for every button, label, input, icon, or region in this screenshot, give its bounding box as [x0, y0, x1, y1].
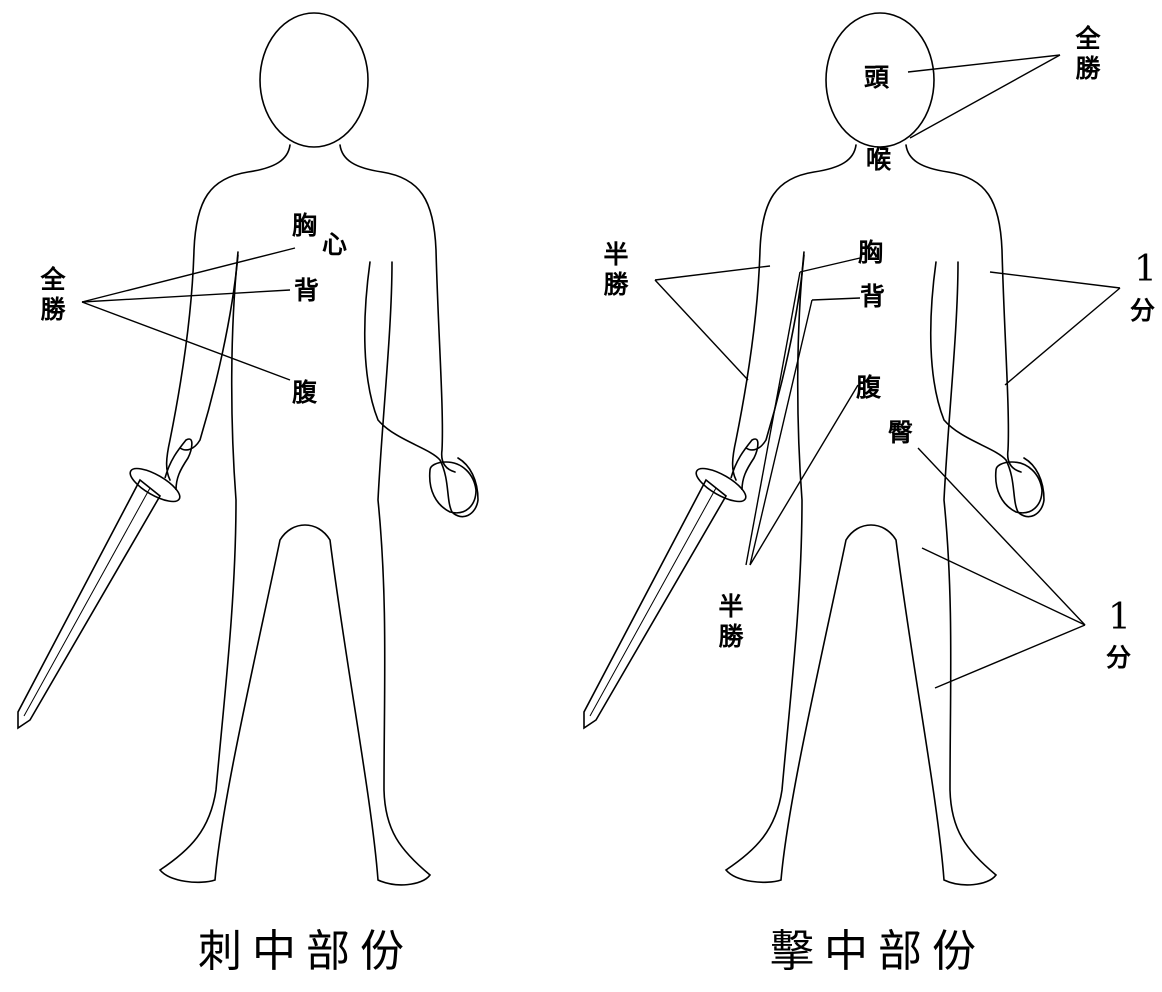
- left-body-outline: [160, 145, 455, 885]
- right-label-one-point-lower-number: 1: [1108, 600, 1131, 636]
- right-figure: [584, 13, 1120, 885]
- left-label-chest: 胸: [292, 213, 317, 238]
- right-label-head: 頭: [864, 65, 889, 90]
- left-sword: [18, 439, 192, 728]
- left-figure: [18, 13, 478, 885]
- right-label-one-point-lower-unit: 分: [1106, 645, 1131, 670]
- right-label-throat: 喉: [866, 147, 891, 172]
- right-label-half-win-lower: 半勝: [718, 592, 744, 652]
- left-left-arm: [180, 255, 238, 450]
- right-label-one-point-upper-unit: 分: [1130, 298, 1155, 323]
- right-label-chest: 胸: [858, 240, 883, 265]
- right-label-one-point-upper-number: 1: [1134, 252, 1157, 288]
- right-label-half-win-upper: 半勝: [603, 240, 629, 300]
- left-label-abdomen: 腹: [292, 380, 317, 405]
- left-label-full-win: 全勝: [40, 265, 66, 325]
- right-sword: [584, 439, 758, 728]
- right-label-back: 背: [860, 284, 885, 309]
- left-label-back: 背: [294, 278, 319, 303]
- right-caption: 擊中部份: [770, 930, 986, 974]
- left-label-heart: 心: [322, 232, 347, 257]
- right-label-full-win: 全勝: [1075, 24, 1101, 84]
- left-pointer-lines: [82, 248, 295, 380]
- right-label-buttocks: 臀: [888, 420, 913, 445]
- right-right-arm: [931, 262, 1044, 517]
- left-head: [260, 13, 368, 147]
- right-left-arm: [746, 255, 804, 450]
- left-caption: 刺中部份: [198, 930, 414, 974]
- left-right-arm: [365, 262, 478, 517]
- right-label-abdomen: 腹: [856, 375, 881, 400]
